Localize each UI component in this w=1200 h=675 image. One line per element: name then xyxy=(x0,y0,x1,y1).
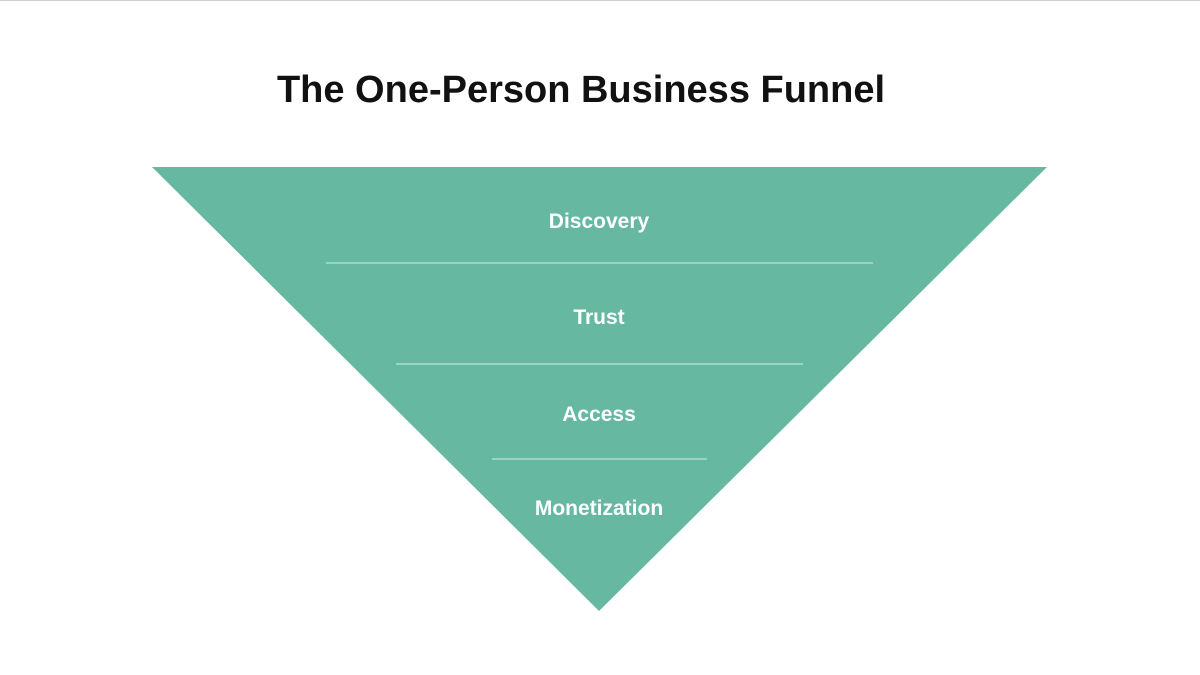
stage-label-discovery: Discovery xyxy=(549,210,650,233)
stage-label-access: Access xyxy=(562,403,636,426)
top-border-line xyxy=(0,0,1200,1)
funnel-shape xyxy=(152,167,1047,611)
stage-label-trust: Trust xyxy=(573,306,624,329)
stage-label-monetization: Monetization xyxy=(535,497,663,520)
page-title: The One-Person Business Funnel xyxy=(276,69,886,111)
